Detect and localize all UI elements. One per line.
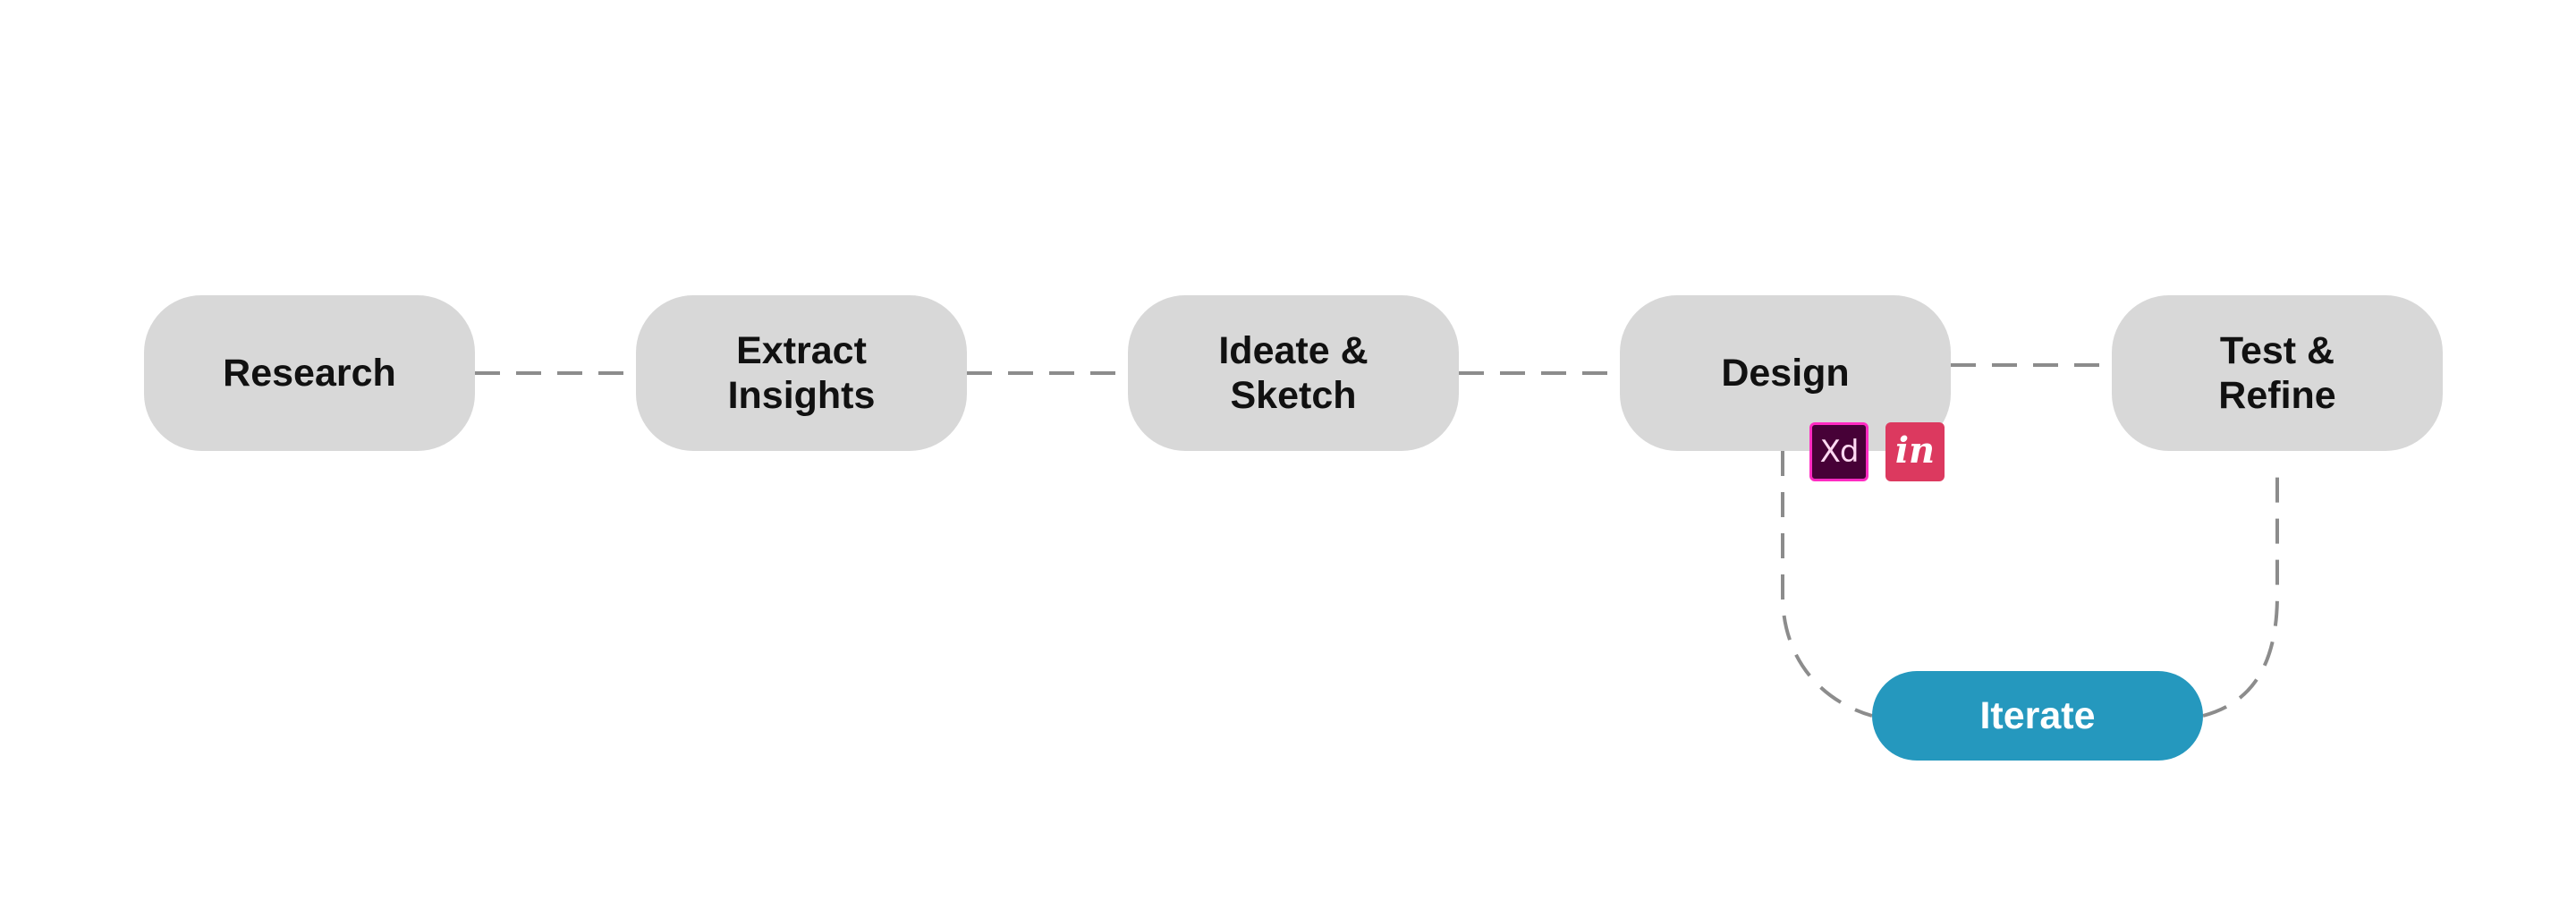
step-test-refine-label: Test & Refine	[2218, 329, 2336, 417]
step-ideate-sketch-label: Ideate & Sketch	[1218, 329, 1368, 417]
adobe-xd-icon: Xd	[1809, 422, 1868, 481]
step-research-label: Research	[223, 352, 396, 395]
step-extract-insights: Extract Insights	[636, 295, 967, 451]
adobe-xd-icon-label: Xd	[1819, 434, 1860, 470]
step-design-label: Design	[1721, 352, 1850, 395]
step-ideate-sketch: Ideate & Sketch	[1128, 295, 1459, 451]
loop-connector-design-iterate	[1781, 451, 1873, 718]
step-research: Research	[144, 295, 475, 451]
iterate-loop-node: Iterate	[1872, 671, 2203, 761]
iterate-label: Iterate	[1979, 693, 2096, 737]
step-test-refine: Test & Refine	[2112, 295, 2443, 451]
invision-icon: in	[1885, 422, 1945, 481]
invision-icon-label: in	[1894, 429, 1936, 472]
loop-connector-iterate-test	[2202, 465, 2279, 718]
step-extract-insights-label: Extract Insights	[727, 329, 876, 417]
